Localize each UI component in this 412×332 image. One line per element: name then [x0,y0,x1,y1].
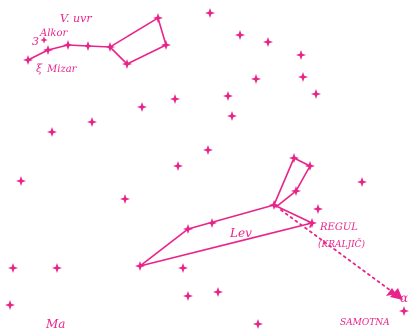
big-dipper-group [23,13,171,69]
dipper-star-alkaid [43,45,53,55]
star [213,287,223,297]
star [223,91,233,101]
star [203,145,213,155]
leo-star [289,153,299,163]
label-ma: Ma [45,317,65,331]
star [263,37,273,47]
leo-group [135,153,323,271]
big-dipper-lines [28,18,166,64]
dipper-star-handle-end [23,55,33,65]
star [205,8,215,18]
label-leo: Lev [229,226,252,240]
star [357,177,367,187]
star [16,176,26,186]
star [47,127,57,137]
label-alkor-symbol: 3 [32,35,39,48]
star [178,263,188,273]
star [253,319,263,329]
label-v-ursa: V. uvr [60,12,92,25]
star [235,30,245,40]
star [8,263,18,273]
regulus-star [307,218,317,228]
label-alkor: Alkor [39,28,69,39]
leo-sickle-lines [274,158,310,207]
label-alpha: α [400,291,408,305]
star [399,306,409,316]
star [137,102,147,112]
star [173,161,183,171]
label-mizar-symbol: ξ [36,62,43,75]
mizar-star [63,40,73,50]
star [120,194,130,204]
label-regulus-alt: (KRALJIČ) [318,238,366,250]
star [183,291,193,301]
label-samotna: SAMOTNA [340,318,390,328]
star [311,89,321,99]
star [170,94,180,104]
dipper-star-merak [161,40,171,50]
star [52,263,62,273]
dipper-star-alioth [83,41,93,51]
label-regulus: REGUL [319,222,358,233]
leo-star [313,204,323,214]
dipper-star-dubhe [153,13,163,23]
star [227,111,237,121]
scattered-stars [5,8,409,329]
leo-star [305,161,315,171]
star [296,50,306,60]
star [87,117,97,127]
label-mizar: Mizar [46,64,78,75]
star [298,72,308,82]
star [251,74,261,84]
star [5,300,15,310]
leo-star-algieba [269,200,279,210]
leo-star [207,218,217,228]
